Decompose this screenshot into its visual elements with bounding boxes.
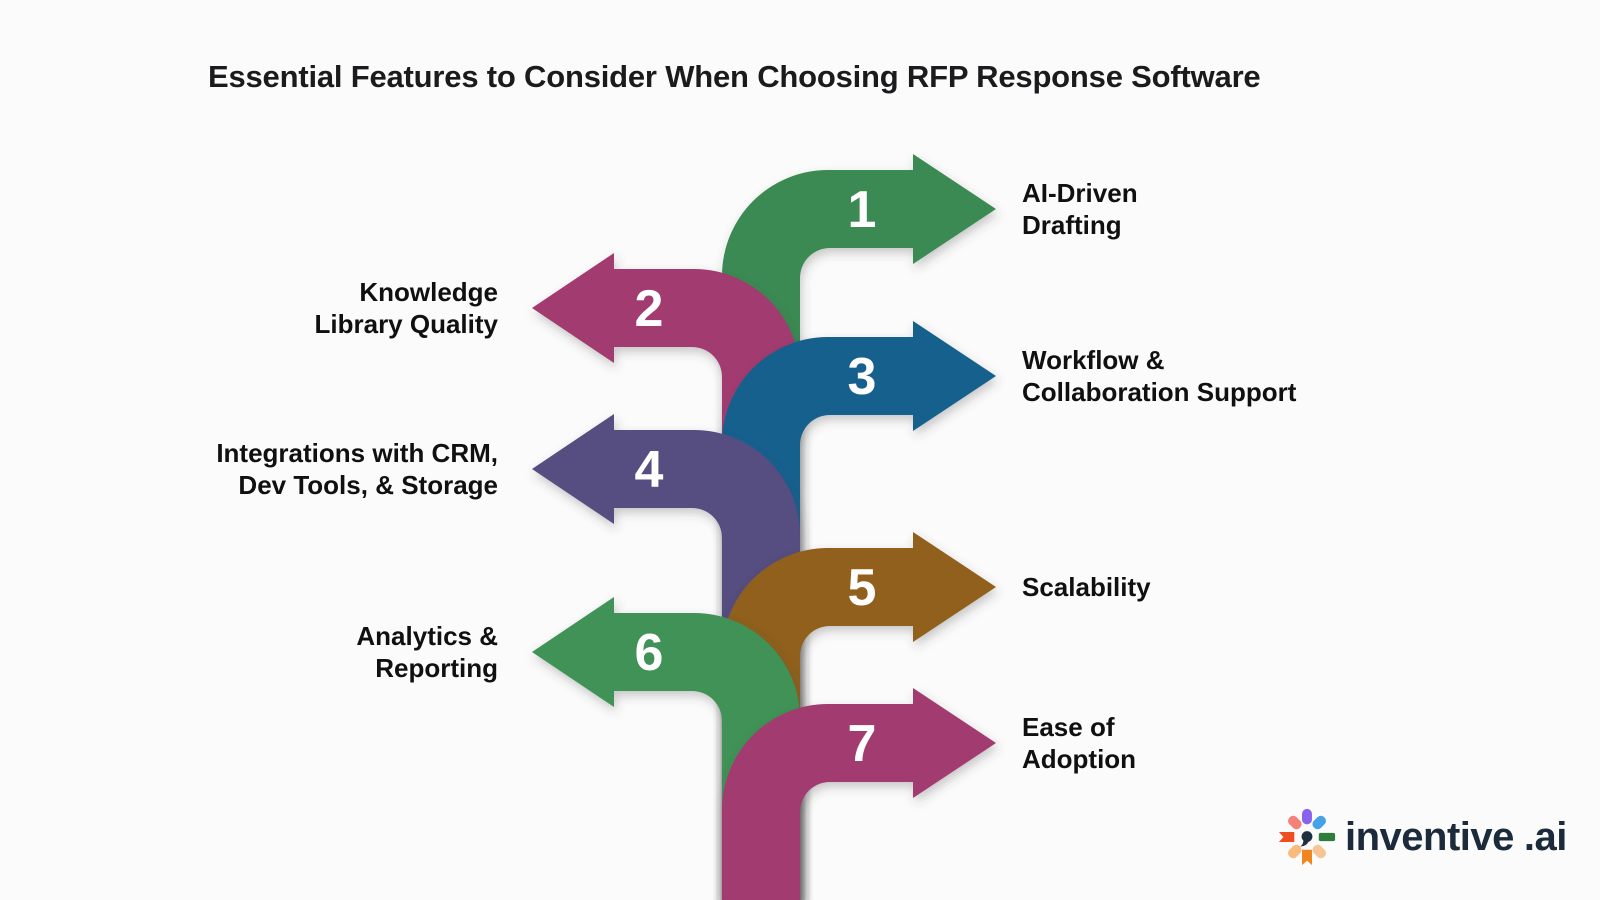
arrow-number-3: 3 [848, 348, 877, 406]
brand-name: inventive [1345, 814, 1514, 859]
arrow-number-1: 1 [848, 181, 877, 239]
arrow-number-4: 4 [635, 441, 664, 499]
arrow-shape-7 [722, 688, 996, 900]
arrow-number-6: 6 [635, 624, 664, 682]
page-title: Essential Features to Consider When Choo… [208, 59, 1261, 94]
brand-logo: inventive .ai [1278, 806, 1567, 868]
starburst-spark-icon [1278, 808, 1336, 866]
brand-suffix: .ai [1523, 814, 1567, 859]
arrow-number-7: 7 [848, 715, 877, 773]
arrow-number-5: 5 [848, 559, 877, 617]
brand-logo-text: inventive .ai [1345, 815, 1567, 860]
arrow-number-2: 2 [635, 280, 664, 338]
